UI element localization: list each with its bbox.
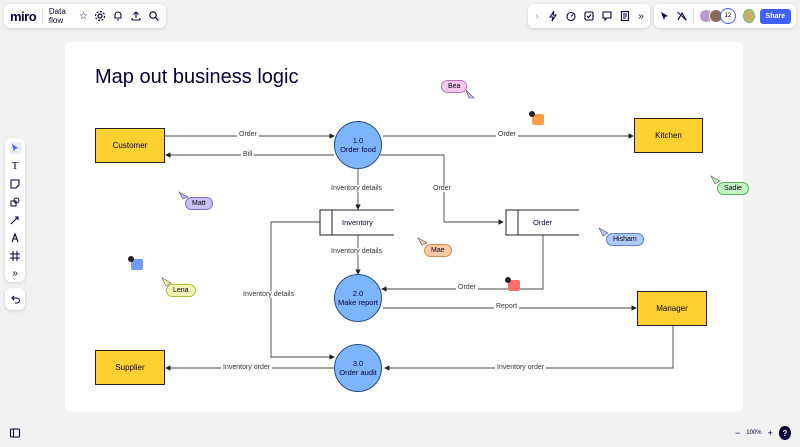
chevron-right-icon[interactable]: ›	[535, 10, 539, 22]
undo-icon[interactable]	[9, 293, 22, 306]
entity-label: Customer	[112, 141, 148, 150]
flow-label[interactable]: Inventory details	[329, 185, 384, 192]
bell-icon[interactable]	[112, 10, 124, 23]
entity-label: Manager	[656, 304, 688, 313]
share-bar: 12 Share	[654, 4, 796, 28]
flow-label[interactable]: Order	[431, 185, 453, 192]
zoom-out-button[interactable]: −	[735, 428, 741, 438]
cursor-tag-hisham: Hisham	[606, 233, 644, 246]
creation-toolbar: T »	[5, 138, 25, 282]
help-button[interactable]: ?	[778, 426, 791, 440]
comment-icon[interactable]	[529, 111, 544, 125]
vote-icon[interactable]	[583, 10, 595, 23]
flow-label[interactable]: Inventory order	[495, 364, 547, 371]
page-title[interactable]: Map out business logic	[95, 66, 299, 88]
text-tool-icon[interactable]: T	[11, 160, 19, 172]
entity-label: Kitchen	[655, 131, 682, 140]
connector-icon[interactable]	[9, 214, 22, 226]
board-frame[interactable]	[65, 42, 743, 412]
flow-label[interactable]: Order	[496, 131, 518, 138]
collaborator-count: 12	[719, 8, 736, 24]
board-name[interactable]: Data flow	[48, 7, 66, 25]
flow-label[interactable]: Order	[237, 131, 259, 138]
entity-manager[interactable]: Manager	[637, 291, 707, 326]
miro-logo[interactable]: miro	[10, 8, 37, 24]
frame-icon[interactable]	[9, 250, 22, 262]
gear-icon[interactable]	[94, 10, 106, 23]
cursor-icon[interactable]	[659, 10, 671, 23]
cursor-tag-lena: Lena	[166, 284, 196, 297]
cursor-tag-sadie: Sadie	[717, 182, 749, 195]
board-toolbar: miro Data flow ☆	[4, 4, 166, 28]
panel-toggle-icon[interactable]	[8, 426, 22, 440]
divider	[693, 9, 694, 23]
process-name: Order food	[340, 145, 376, 154]
sticky-note-icon[interactable]	[9, 178, 22, 190]
collaboration-toolbar: › »	[528, 4, 650, 28]
entity-label: Supplier	[115, 363, 145, 372]
process-order-food[interactable]: 1.0 Order food	[334, 121, 382, 169]
undo-toolbar	[5, 288, 25, 310]
store-order-label[interactable]: Order	[533, 218, 553, 227]
chevrons-down-icon[interactable]: »	[638, 10, 644, 22]
collaborator-avatars[interactable]: 12	[698, 8, 736, 24]
shapes-icon[interactable]	[9, 196, 22, 208]
cursor-tag-bea: Bea	[441, 80, 468, 93]
lightning-icon[interactable]	[547, 10, 559, 23]
user-avatar[interactable]	[742, 9, 755, 23]
entity-customer[interactable]: Customer	[95, 128, 165, 163]
reactions-icon[interactable]	[676, 10, 688, 23]
cursor-tag-mae: Mae	[424, 244, 452, 257]
cursor-tag-matt: Matt	[185, 197, 213, 210]
process-number: 2.0	[352, 288, 364, 298]
more-tools-icon[interactable]: »	[12, 268, 18, 279]
comment-icon[interactable]	[505, 277, 520, 291]
flow-label[interactable]: Inventory details	[329, 248, 384, 255]
comment-icon[interactable]	[601, 10, 613, 23]
flow-label[interactable]: Inventory order	[221, 364, 273, 371]
select-cursor-icon[interactable]	[8, 142, 22, 154]
upload-icon[interactable]	[130, 10, 142, 23]
search-icon[interactable]	[148, 10, 160, 23]
process-make-report[interactable]: 2.0 Make report	[334, 274, 382, 322]
entity-kitchen[interactable]: Kitchen	[634, 118, 703, 153]
flow-label[interactable]: Inventory details	[241, 291, 296, 298]
share-button[interactable]: Share	[759, 8, 791, 24]
process-number: 3.0	[352, 358, 364, 368]
process-name: Make report	[337, 298, 379, 307]
zoom-controls: − 100% + ?	[730, 423, 796, 443]
flow-label[interactable]: Report	[494, 303, 520, 310]
comment-badge	[529, 111, 535, 117]
comment-badge	[505, 277, 511, 283]
flow-label[interactable]: Order	[456, 284, 478, 291]
notes-icon[interactable]	[619, 10, 631, 23]
zoom-level[interactable]: 100%	[746, 430, 762, 436]
zoom-in-button[interactable]: +	[767, 428, 773, 438]
flow-label[interactable]: Bill	[241, 151, 255, 158]
timer-icon[interactable]	[565, 10, 577, 23]
entity-supplier[interactable]: Supplier	[95, 350, 165, 385]
star-icon[interactable]: ☆	[78, 10, 88, 22]
store-inventory-label[interactable]: Inventory	[342, 218, 373, 227]
divider	[42, 9, 43, 23]
process-order-audit[interactable]: 3.0 Order audit	[334, 344, 382, 392]
process-name: Order audit	[339, 368, 377, 377]
comment-icon[interactable]	[128, 256, 143, 270]
comment-badge	[128, 256, 134, 262]
pen-icon[interactable]	[9, 232, 22, 244]
process-number: 1.0	[352, 135, 364, 145]
